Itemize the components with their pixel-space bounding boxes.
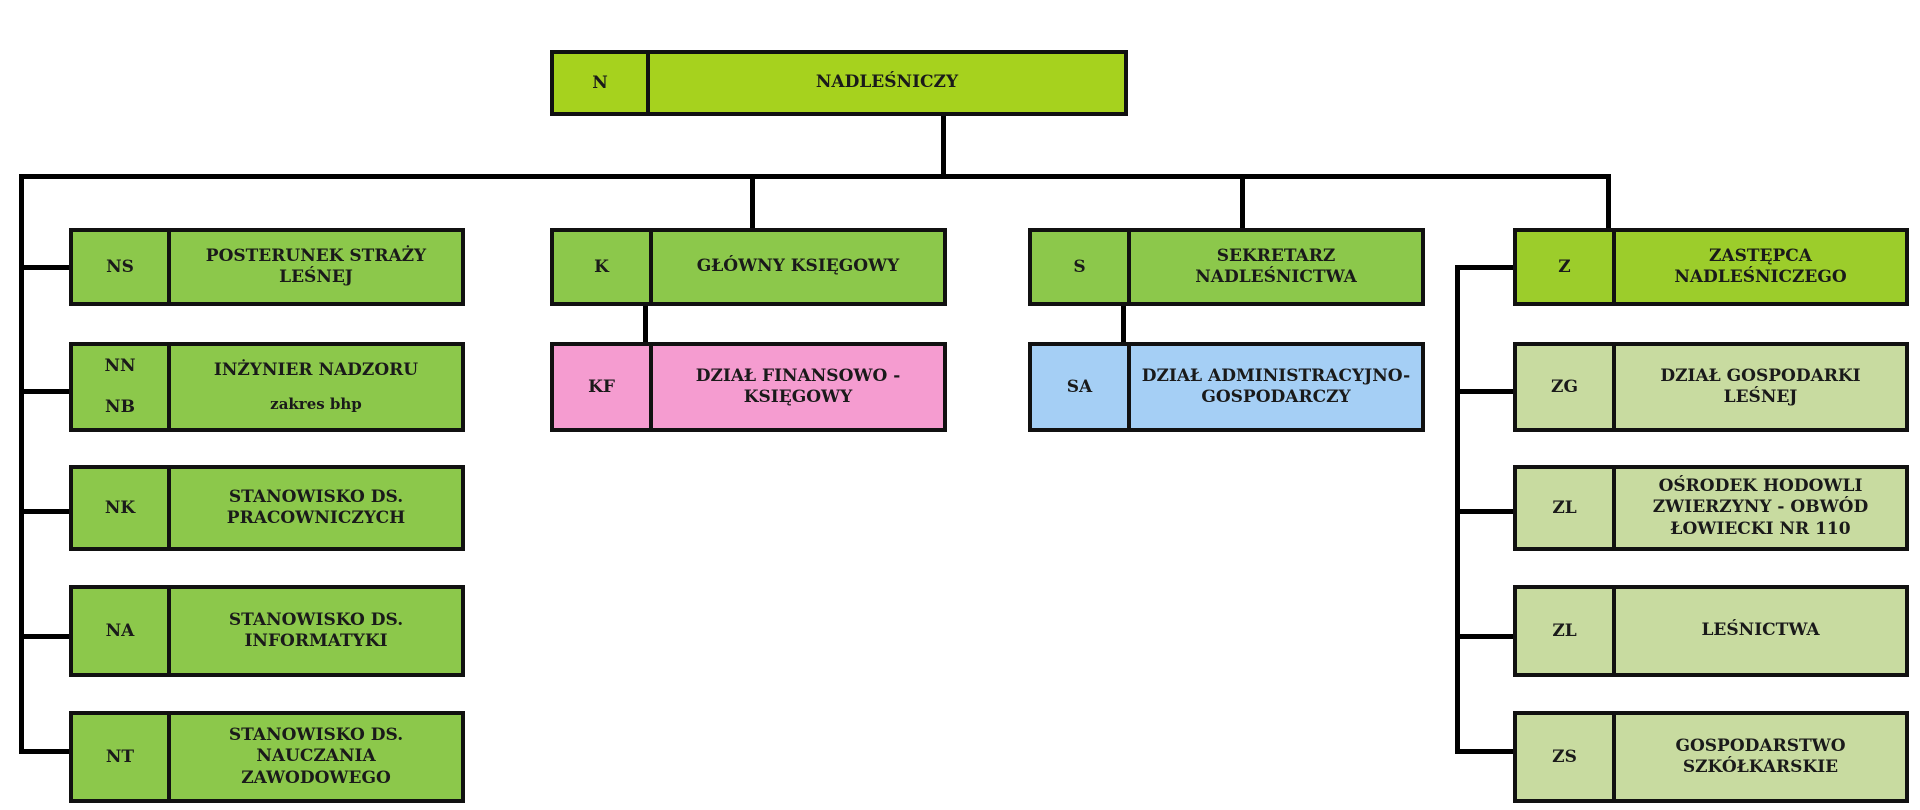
node-glowny-ksiegowy: K GŁÓWNY KSIĘGOWY (550, 228, 947, 306)
node-label: GOSPODARSTWO SZKÓŁKARSKIE (1675, 735, 1846, 777)
node-code-primary: NN (104, 356, 136, 377)
node-stanowisko-pracowniczych: NK STANOWISKO DS. PRACOWNICZYCH (69, 465, 465, 551)
connector-line (19, 509, 69, 514)
node-code: N (554, 54, 650, 112)
connector-line (750, 174, 755, 230)
connector-line (19, 174, 24, 754)
node-label: SEKRETARZ NADLEŚNICTWA (1195, 245, 1357, 287)
node-zastepca: Z ZASTĘPCA NADLEŚNICZEGO (1513, 228, 1909, 306)
node-label: OŚRODEK HODOWLI ZWIERZYNY - OBWÓD ŁOWIEC… (1652, 476, 1869, 539)
node-stanowisko-informatyki: NA STANOWISKO DS. INFORMATYKI (69, 585, 465, 677)
node-code: K (554, 232, 653, 302)
node-label: NADLEŚNICZY (815, 72, 959, 93)
node-label: POSTERUNEK STRAŻY LEŚNEJ (205, 245, 427, 287)
connector-line (1455, 634, 1513, 639)
node-lesnictwa: ZL LEŚNICTWA (1513, 585, 1909, 677)
node-code: NS (73, 232, 171, 302)
connector-line (941, 114, 946, 176)
node-stanowisko-nauczania: NT STANOWISKO DS. NAUCZANIA ZAWODOWEGO (69, 711, 465, 803)
node-code: SA (1032, 346, 1131, 428)
node-code: NN NB (73, 346, 171, 428)
node-osrodek-hodowli: ZL OŚRODEK HODOWLI ZWIERZYNY - OBWÓD ŁOW… (1513, 465, 1909, 551)
node-code: ZL (1517, 469, 1616, 547)
node-code: S (1032, 232, 1131, 302)
node-code: KF (554, 346, 653, 428)
connector-line (19, 174, 1611, 179)
node-dzial-gospodarki: ZG DZIAŁ GOSPODARKI LEŚNEJ (1513, 342, 1909, 432)
node-label: ZASTĘPCA NADLEŚNICZEGO (1674, 245, 1847, 287)
node-label: STANOWISKO DS. INFORMATYKI (228, 609, 404, 651)
node-dzial-administracyjno: SA DZIAŁ ADMINISTRACYJNO-GOSPODARCZY (1028, 342, 1425, 432)
node-code: Z (1517, 232, 1616, 302)
node-label-block: INŻYNIER NADZORU zakres bhp (171, 346, 461, 428)
node-sublabel: zakres bhp (270, 395, 362, 414)
connector-line (1455, 509, 1513, 514)
node-code: ZL (1517, 589, 1616, 673)
connector-line (643, 302, 648, 342)
connector-line (1606, 174, 1611, 230)
connector-line (1455, 749, 1513, 754)
connector-line (19, 749, 69, 754)
node-nadlesniczy: N NADLEŚNICZY (550, 50, 1128, 116)
node-sekretarz: S SEKRETARZ NADLEŚNICTWA (1028, 228, 1425, 306)
node-dzial-finansowo: KF DZIAŁ FINANSOWO - KSIĘGOWY (550, 342, 947, 432)
connector-line (1455, 265, 1513, 270)
node-label: GŁÓWNY KSIĘGOWY (696, 256, 900, 277)
connector-line (19, 634, 69, 639)
node-code: ZG (1517, 346, 1616, 428)
node-gospodarstwo-szkolkarskie: ZS GOSPODARSTWO SZKÓŁKARSKIE (1513, 711, 1909, 803)
node-code: NT (73, 715, 171, 799)
node-posterunek-strazy: NS POSTERUNEK STRAŻY LEŚNEJ (69, 228, 465, 306)
node-label: INŻYNIER NADZORU (213, 360, 419, 380)
node-inzynier-nadzoru: NN NB INŻYNIER NADZORU zakres bhp (69, 342, 465, 432)
node-label: DZIAŁ GOSPODARKI LEŚNEJ (1660, 365, 1861, 407)
node-label: STANOWISKO DS. PRACOWNICZYCH (226, 486, 406, 528)
connector-line (1121, 302, 1126, 342)
node-label: LEŚNICTWA (1701, 620, 1820, 641)
node-code: NA (73, 589, 171, 673)
node-label: DZIAŁ ADMINISTRACYJNO-GOSPODARCZY (1141, 365, 1411, 407)
node-code-secondary: NB (105, 397, 135, 418)
connector-line (1455, 389, 1513, 394)
connector-line (19, 389, 69, 394)
connector-line (19, 265, 69, 270)
node-code: ZS (1517, 715, 1616, 799)
node-label: STANOWISKO DS. NAUCZANIA ZAWODOWEGO (228, 725, 404, 788)
connector-line (1240, 174, 1245, 230)
node-label: DZIAŁ FINANSOWO - KSIĘGOWY (695, 365, 901, 407)
node-code: NK (73, 469, 171, 547)
